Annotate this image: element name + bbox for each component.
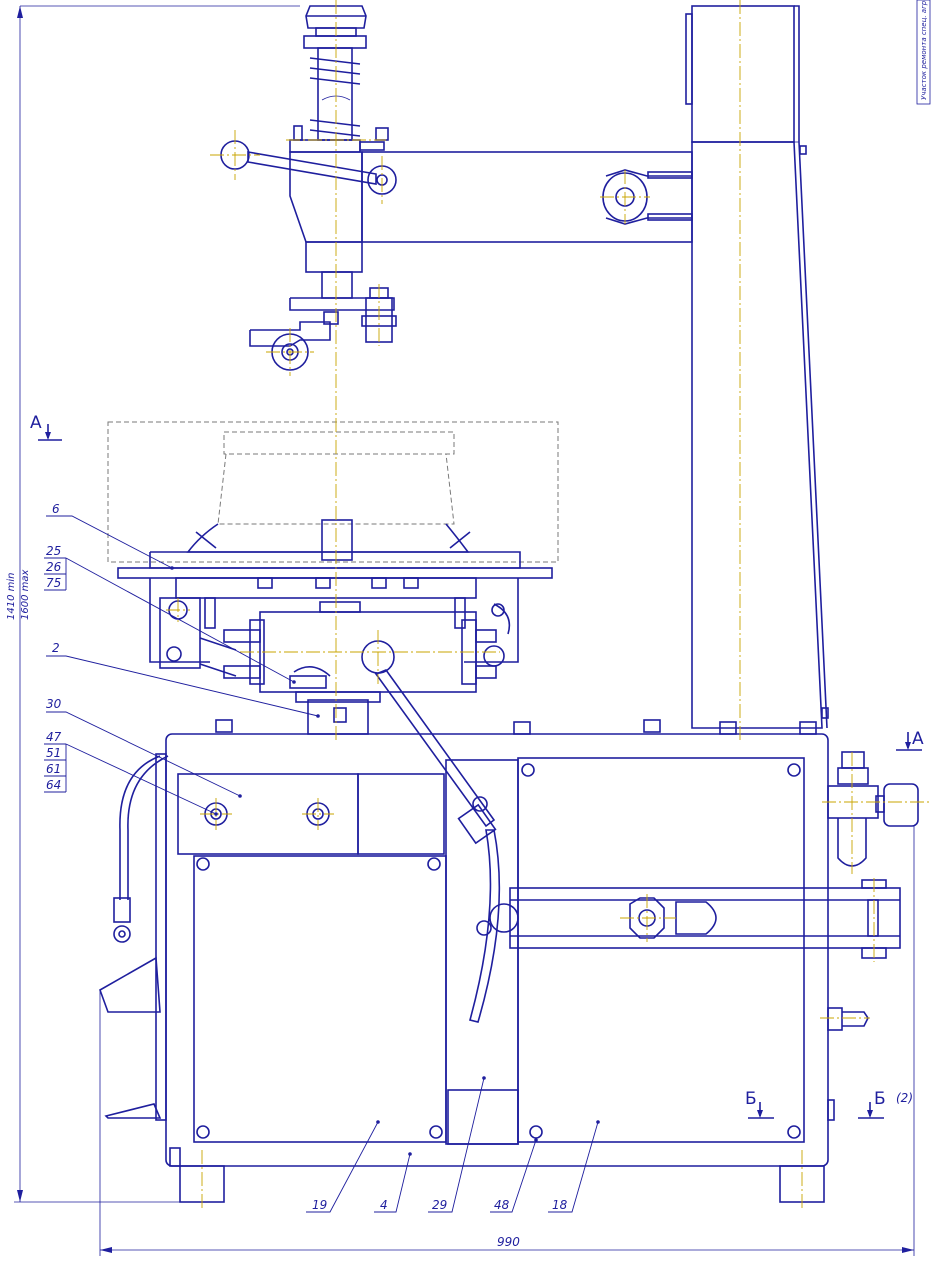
callout-26: 26 — [46, 560, 62, 574]
callout-75: 75 — [46, 576, 61, 590]
vertical-column — [685, 5, 829, 729]
callout-18: 18 — [552, 1198, 568, 1212]
overall-width-dimension: 990 — [497, 1235, 520, 1249]
callout-64: 64 — [46, 778, 61, 792]
callout-48: 48 — [494, 1198, 510, 1212]
section-a-left-label: А — [30, 413, 42, 433]
callout-4: 4 — [380, 1198, 388, 1212]
callout-leaders — [44, 515, 600, 1213]
locking-bar — [489, 879, 901, 959]
callout-47: 47 — [46, 730, 62, 744]
base-cabinet — [99, 691, 829, 1203]
section-b-left-label: Б — [745, 1089, 757, 1109]
callout-25: 25 — [46, 544, 61, 558]
section-b-right-label: Б — [874, 1089, 886, 1109]
callout-2: 2 — [52, 641, 60, 655]
stamp-frame — [916, 0, 931, 105]
callout-19: 19 — [312, 1198, 327, 1212]
mount-head — [220, 5, 397, 371]
turntable — [117, 519, 553, 669]
height-max-dimension: 1600 max — [20, 570, 31, 620]
section-b-sheet-ref: (2) — [896, 1091, 913, 1105]
section-markers — [38, 424, 922, 1119]
height-min-dimension: 1410 min — [6, 573, 17, 621]
center-lines — [166, 0, 930, 1210]
callout-6: 6 — [52, 502, 60, 516]
pneumatic-cylinder — [166, 601, 505, 1023]
wheel-outline — [107, 421, 559, 563]
callout-61: 61 — [46, 762, 61, 776]
dimension-lines — [14, 5, 915, 1256]
section-a-right-label: А — [912, 729, 924, 749]
mounting-arm — [361, 151, 693, 243]
callout-30: 30 — [46, 697, 62, 711]
callout-51: 51 — [46, 746, 61, 760]
stamp-text: Участок ремонта спец. агрегатов автомоб. — [920, 0, 928, 100]
callout-29: 29 — [432, 1198, 447, 1212]
